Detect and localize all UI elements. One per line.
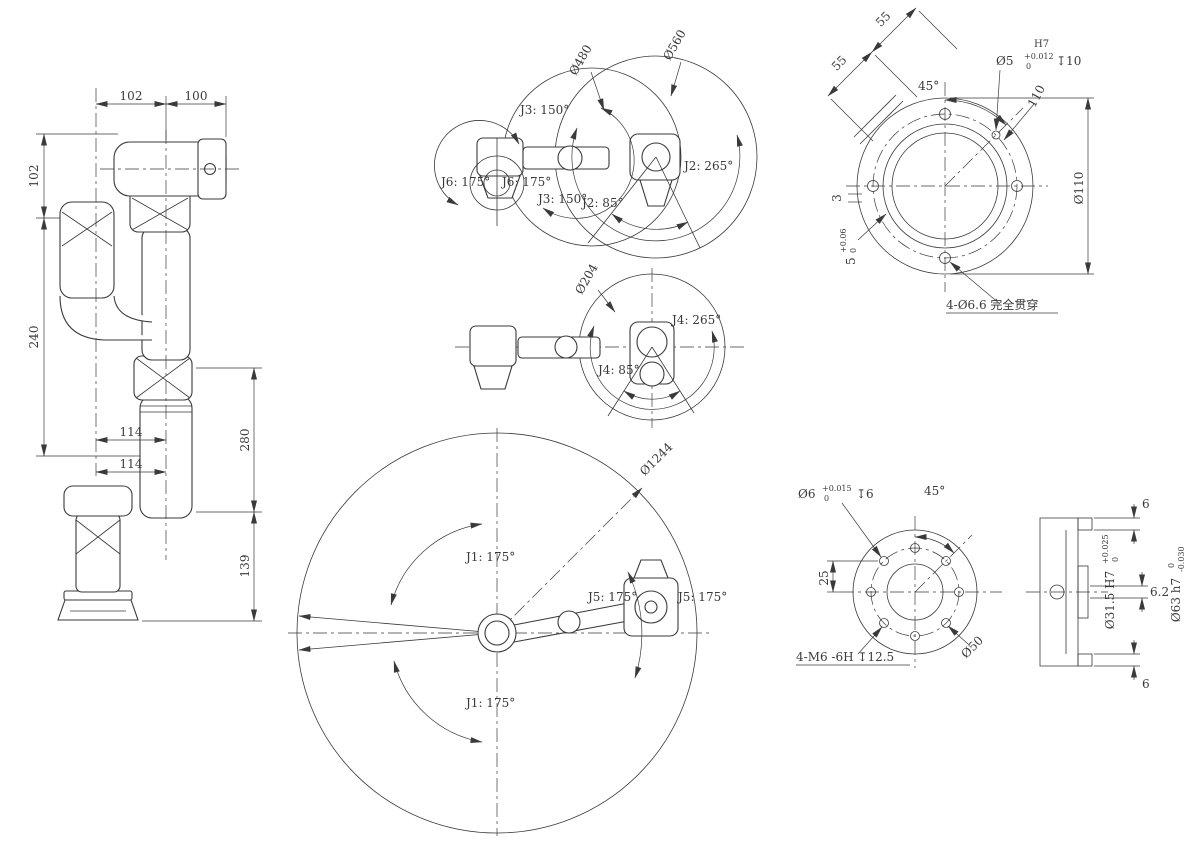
label-j5-range-b: J5: 175° [676, 590, 727, 604]
label-j1-range-b: J1: 175° [464, 696, 515, 710]
label-dia1244: Ø1244 [637, 440, 676, 479]
j4-range-arcs [587, 289, 718, 410]
dim-3: 3 [830, 194, 844, 202]
hole-depth: ↧6 [856, 487, 874, 501]
bore-spec: Ø31.5 H7 [1103, 571, 1117, 629]
dim-5-group: 5 +0.06 0 [839, 228, 858, 265]
workspace-view-j4: Ø204 J4: 265° J4: 85° [455, 261, 748, 428]
label-dia480: Ø480 [566, 42, 594, 77]
label-j3-range-a: J3: 150° [518, 103, 569, 117]
dim-102-left: 102 [27, 165, 41, 188]
hole-tol-lower: 0 [824, 494, 829, 503]
bore-tol-upper: +0.025 [1101, 534, 1110, 564]
dim-5: 5 [844, 257, 858, 265]
j4-wedge-lines [607, 346, 695, 417]
dim-dia110: Ø110 [1072, 172, 1086, 205]
dim-6-2: 6.2 [1150, 585, 1169, 599]
pin-depth: ↧10 [1056, 54, 1081, 68]
workspace-view-j1-j5: Ø1244 J1: 175° J5: 175° J5: 175° J1: 175… [288, 428, 727, 836]
pin-tol-lower: 0 [1026, 62, 1031, 71]
label-dia204: Ø204 [572, 261, 601, 297]
label-j4-range-85: J4: 85° [596, 363, 640, 377]
dim-114-lower: 114 [120, 457, 143, 471]
note-tapped-holes: 4-M6 -6H ↧12.5 [796, 650, 894, 664]
od-spec-group: Ø63 h7 0 -0.030 [1167, 546, 1186, 622]
robot-arm-side-silhouette [57, 138, 227, 621]
workspace-view-j2-j3-j6: Ø480 Ø560 J3: 150° J6: 175° J6: 175° J3:… [434, 27, 758, 259]
side-view-dimension-lines [36, 96, 262, 622]
hole-dia6: Ø6 [798, 487, 815, 501]
label-j6-range-a: J6: 175° [439, 175, 490, 189]
base-flange-view: 55 55 45° H7 Ø5 +0.012 0 ↧10 110 Ø110 3 … [827, 7, 1094, 314]
dim-5-tol-lower: 0 [849, 248, 858, 253]
dim-280-right: 280 [238, 429, 252, 452]
j6-range-circles [434, 120, 525, 226]
tool-flange-view: Ø6 +0.015 0 ↧6 45° 25 Ø50 4-M6 -6H ↧12.5 [796, 484, 1002, 668]
hole-tol-upper: +0.015 [822, 484, 852, 493]
j1-notch-lines [298, 613, 498, 653]
dim-114-upper: 114 [120, 425, 143, 439]
label-j6-range-b: J6: 175° [500, 175, 551, 189]
dim-110-diag: 110 [1025, 83, 1048, 110]
label-j5-range-a: J5: 175° [586, 590, 637, 604]
label-j2-range-85: J2: 85° [580, 196, 624, 210]
robot-top-silhouette-j4 [469, 321, 675, 390]
base-flange-circles [853, 94, 1034, 275]
pin-fit-h7: H7 [1034, 39, 1049, 50]
od-spec: Ø63 h7 [1169, 578, 1183, 622]
note-through-holes: 4-Ø6.6 完全贯穿 [946, 297, 1038, 312]
main-envelope-circle [296, 432, 698, 834]
dim-6-top: 6 [1142, 497, 1150, 511]
j1-j5-range-arcs [390, 522, 643, 744]
dim-139-right: 139 [238, 555, 252, 578]
dim-dia50: Ø50 [958, 633, 986, 661]
side-view: 102 100 102 240 114 114 280 139 [27, 88, 262, 622]
section-outline [1039, 517, 1093, 667]
robot-top-silhouette-main [477, 559, 679, 653]
dim-55-b: 55 [873, 9, 894, 30]
od-tol-lower: -0.030 [1177, 546, 1186, 572]
label-j2-range-265: J2: 265° [682, 159, 733, 173]
label-j3-range-b: J3: 150° [536, 192, 587, 206]
pin-tol-upper: +0.012 [1024, 52, 1054, 61]
base-flange-centerlines [846, 82, 1048, 292]
label-45deg-base: 45° [918, 79, 939, 93]
tool-flange-section-view: 6 6.2 6 Ø31.5 H7 +0.025 0 Ø63 h7 0 -0.03… [1026, 497, 1186, 691]
j2-wedge-lines [587, 156, 701, 249]
label-j4-range-265: J4: 265° [670, 313, 721, 327]
side-view-centerlines [95, 88, 240, 560]
dim-5-tol-upper: +0.06 [839, 228, 848, 253]
tool-flange-dimension-lines [796, 502, 969, 666]
bore-spec-group: Ø31.5 H7 +0.025 0 [1101, 534, 1120, 629]
dim-55-a: 55 [829, 53, 850, 74]
label-j1-range-a: J1: 175° [464, 550, 515, 564]
dim-6-bottom: 6 [1142, 677, 1150, 691]
dim-240-left: 240 [27, 326, 41, 349]
od-tol-upper: 0 [1167, 563, 1176, 568]
dim-25: 25 [817, 570, 831, 585]
pin-dia5: Ø5 [996, 54, 1013, 68]
label-dia560: Ø560 [660, 27, 688, 62]
bore-tol-lower: 0 [1111, 557, 1120, 562]
label-45deg-tool: 45° [924, 484, 945, 498]
dim-100-top: 100 [185, 89, 208, 103]
base-flange-dimension-lines [827, 7, 1094, 314]
dim-102-top: 102 [120, 89, 143, 103]
joint-range-arcs-upper [542, 61, 743, 242]
section-dimension-lines [1090, 504, 1148, 680]
